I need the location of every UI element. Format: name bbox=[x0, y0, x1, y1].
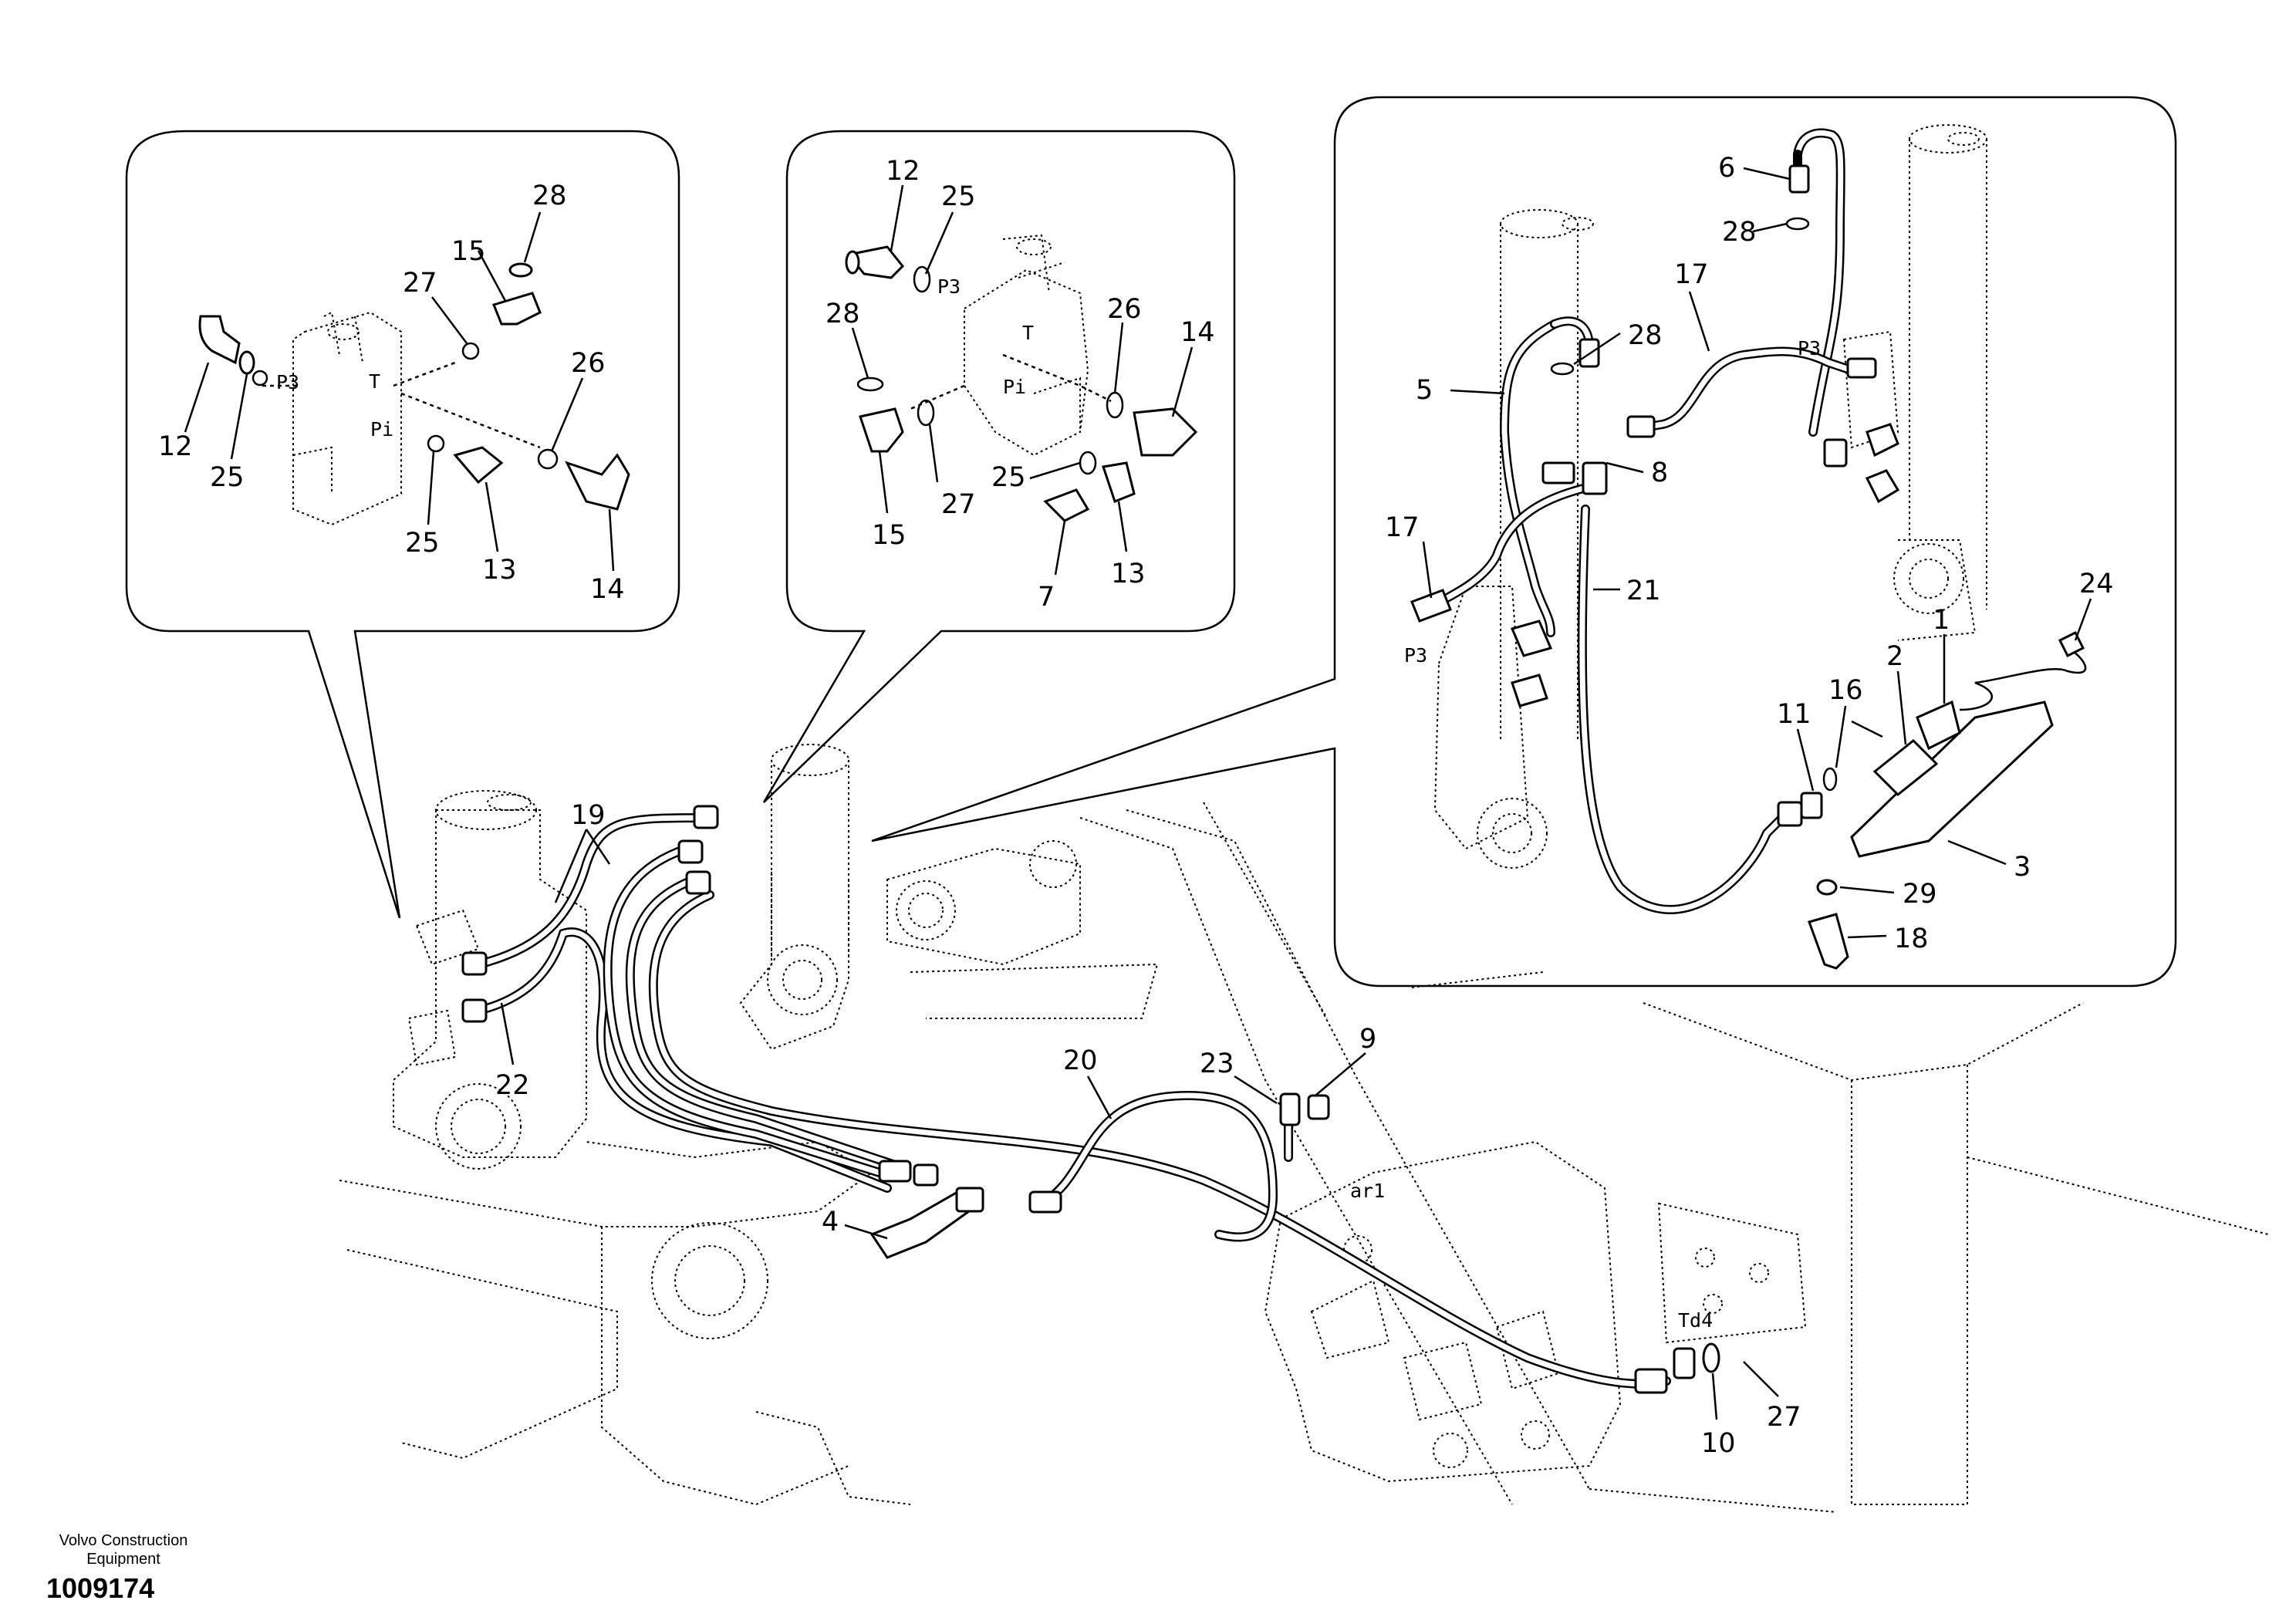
right-label-18: 18 bbox=[1894, 923, 1929, 954]
middle-label-25a: 25 bbox=[941, 181, 976, 212]
left-label-13: 13 bbox=[482, 555, 517, 586]
left-port-t: T bbox=[369, 370, 380, 393]
right-label-24: 24 bbox=[2079, 569, 2114, 599]
middle-port-pi: Pi bbox=[1003, 376, 1026, 398]
right-label-6: 6 bbox=[1718, 153, 1735, 184]
right-port-p3-left: P3 bbox=[1404, 644, 1427, 667]
right-label-11: 11 bbox=[1777, 699, 1811, 730]
label-9: 9 bbox=[1359, 1024, 1376, 1055]
detail-callout-right: 6 28 17 28 5 8 17 21 24 1 2 16 11 3 29 1… bbox=[871, 96, 2177, 988]
left-label-27: 27 bbox=[403, 268, 437, 299]
middle-label-25b: 25 bbox=[991, 462, 1026, 493]
middle-port-p3: P3 bbox=[937, 275, 961, 298]
left-label-25a: 25 bbox=[210, 462, 245, 493]
label-10: 10 bbox=[1701, 1428, 1736, 1459]
right-label-28b: 28 bbox=[1628, 320, 1663, 351]
middle-label-26: 26 bbox=[1107, 294, 1142, 325]
label-23: 23 bbox=[1200, 1048, 1234, 1079]
right-label-3: 3 bbox=[2014, 852, 2031, 883]
right-label-5: 5 bbox=[1416, 375, 1433, 406]
main-fittings bbox=[461, 805, 1720, 1394]
right-label-8: 8 bbox=[1651, 457, 1668, 488]
manufacturer-name: Volvo Construction Equipment bbox=[31, 1531, 216, 1568]
label-20: 20 bbox=[1063, 1045, 1098, 1076]
middle-label-14: 14 bbox=[1180, 317, 1215, 348]
right-label-29: 29 bbox=[1903, 879, 1937, 910]
right-label-17a: 17 bbox=[1674, 259, 1709, 290]
label-4: 4 bbox=[822, 1207, 839, 1237]
right-port-p3-top: P3 bbox=[1798, 337, 1821, 360]
right-label-28a: 28 bbox=[1722, 217, 1757, 248]
middle-label-7: 7 bbox=[1038, 582, 1055, 613]
main-labels: 19 22 20 23 9 4 10 27 Td4 ar1 bbox=[495, 800, 1801, 1459]
left-label-25b: 25 bbox=[405, 528, 440, 559]
port-label-ar1: ar1 bbox=[1350, 1180, 1385, 1202]
port-label-td4: Td4 bbox=[1678, 1309, 1713, 1332]
middle-label-13: 13 bbox=[1111, 559, 1146, 589]
detail-callout-left: 28 15 27 26 12 25 25 13 14 P3 T Pi bbox=[125, 130, 680, 919]
middle-label-27: 27 bbox=[941, 489, 976, 520]
middle-label-12: 12 bbox=[886, 156, 920, 187]
right-label-17b: 17 bbox=[1385, 512, 1420, 543]
machine-background bbox=[339, 744, 2269, 1513]
right-label-21: 21 bbox=[1626, 576, 1661, 606]
left-label-12: 12 bbox=[158, 431, 193, 462]
middle-label-15: 15 bbox=[872, 520, 907, 551]
right-label-1: 1 bbox=[1933, 605, 1950, 636]
left-port-p3: P3 bbox=[276, 371, 299, 393]
middle-label-28: 28 bbox=[826, 299, 860, 329]
left-label-14: 14 bbox=[590, 574, 625, 605]
manufacturer-line-1: Volvo Construction bbox=[59, 1532, 188, 1549]
left-label-15: 15 bbox=[451, 236, 486, 267]
right-label-16: 16 bbox=[1828, 675, 1863, 706]
right-label-2: 2 bbox=[1886, 641, 1903, 672]
middle-port-t: T bbox=[1022, 322, 1034, 344]
label-22: 22 bbox=[495, 1070, 530, 1101]
detail-callout-middle: 12 25 28 26 14 15 27 25 7 13 P3 T Pi bbox=[762, 130, 1236, 803]
main-hoses bbox=[474, 813, 1671, 1389]
label-27: 27 bbox=[1767, 1402, 1801, 1433]
left-port-pi: Pi bbox=[370, 418, 393, 441]
left-label-26: 26 bbox=[571, 348, 606, 379]
label-19: 19 bbox=[571, 800, 606, 831]
left-label-28: 28 bbox=[532, 181, 567, 211]
manufacturer-line-2: Equipment bbox=[86, 1551, 160, 1568]
main-leader-lines bbox=[500, 829, 1779, 1420]
drawing-number: 1009174 bbox=[46, 1572, 155, 1604]
